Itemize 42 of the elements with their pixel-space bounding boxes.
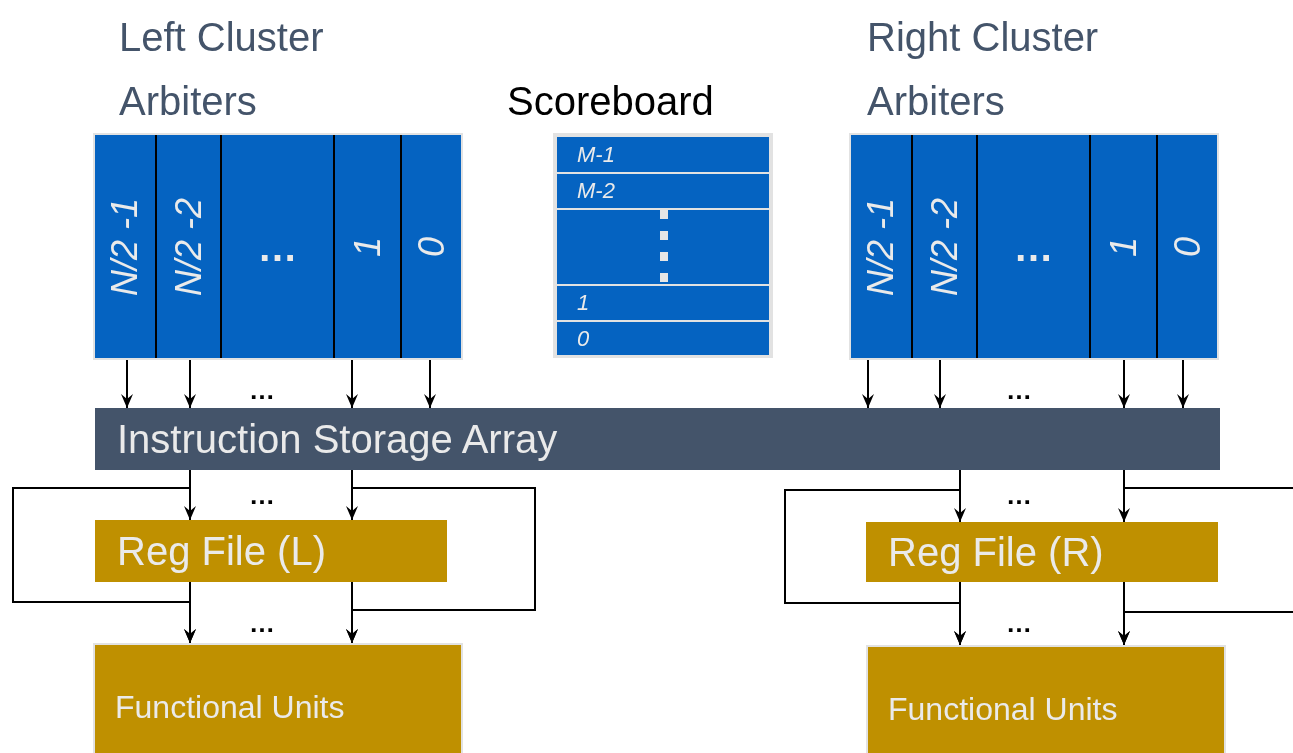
row-index: M-1 [577, 143, 615, 166]
panel-heading: Scoreboard [507, 78, 715, 125]
ellipsis: … [1006, 482, 1032, 508]
panel-heading: Left Cluster Arbiters [119, 14, 325, 125]
block-label: Reg File (R) [888, 532, 1104, 572]
scoreboard-row [557, 174, 769, 208]
panel-heading: Right Cluster Arbiters [867, 14, 1100, 125]
ellipsis: … [1006, 610, 1032, 636]
block-label: Instruction Storage Array [117, 419, 558, 459]
ellipsis: … [257, 226, 298, 267]
scoreboard-row [557, 286, 769, 320]
block-label: Reg File (L) [117, 531, 326, 571]
arrow [954, 581, 966, 646]
ellipsis: … [249, 377, 275, 403]
functional-units-box [93, 643, 463, 753]
row-index: 0 [577, 327, 590, 350]
arrow [346, 581, 358, 644]
ellipsis: … [249, 482, 275, 508]
storage-array-bar [95, 408, 1220, 470]
scoreboard-row [557, 210, 769, 284]
block-label: Functional Units [888, 693, 1118, 725]
column-index: N/2 -2 [926, 197, 963, 296]
column-index: N/2 -1 [107, 197, 143, 296]
row-index: 1 [577, 292, 590, 314]
scoreboard-row [557, 322, 769, 355]
column-index: 1 [349, 236, 386, 257]
scoreboard-row [557, 137, 769, 172]
column-index: 0 [413, 236, 450, 257]
column-index: N/2 -2 [170, 197, 207, 296]
block-label: Functional Units [115, 691, 345, 723]
column-index: N/2 -1 [863, 197, 899, 296]
register-file-box [866, 522, 1218, 582]
functional-units-box [866, 645, 1226, 753]
row-index: M-2 [577, 180, 615, 202]
ellipsis: … [249, 610, 275, 636]
arrow [1118, 581, 1130, 646]
ellipsis: … [1013, 226, 1054, 267]
column-index: 0 [1169, 236, 1206, 257]
column-index: 1 [1105, 236, 1142, 257]
arrow [184, 581, 196, 644]
ellipsis: … [1006, 377, 1032, 403]
register-file-box [95, 520, 447, 582]
